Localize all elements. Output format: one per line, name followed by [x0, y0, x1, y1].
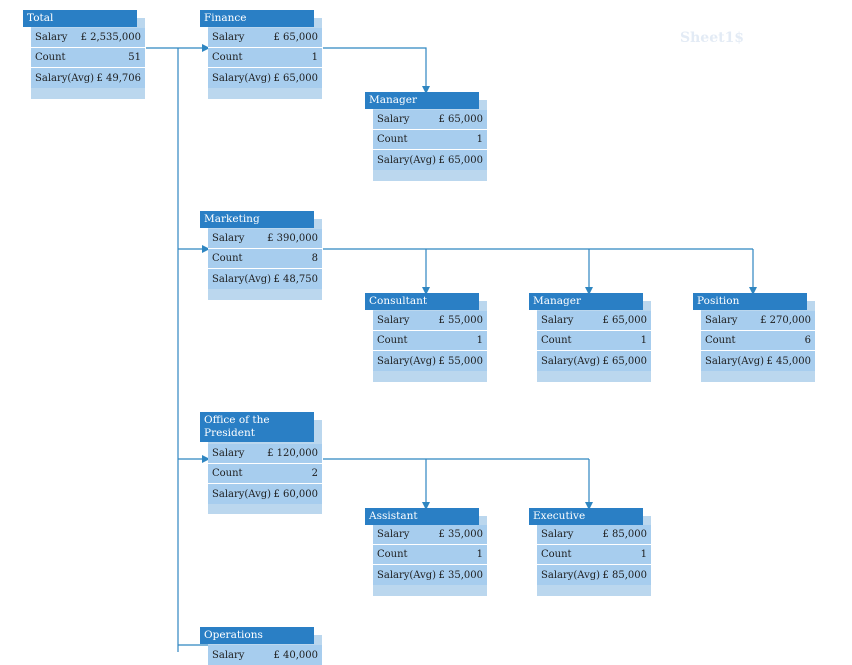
- avg-row: Salary(Avg)£ 45,000: [705, 355, 811, 367]
- avg-row: Salary(Avg)£ 65,000: [212, 72, 318, 84]
- node-title: Total: [23, 10, 137, 27]
- node-title: Assistant: [365, 508, 479, 525]
- salary-row: Salary£ 55,000: [373, 311, 487, 331]
- connector-finance-manager: [323, 47, 430, 94]
- salary-row: Salary£ 270,000: [701, 311, 815, 331]
- node-title: Executive: [529, 508, 643, 525]
- salary-row: Salary£ 85,000: [537, 525, 651, 545]
- avg-row: Salary(Avg)£ 35,000: [377, 569, 483, 581]
- node-title: Consultant: [365, 293, 479, 310]
- node-title: Office of the President: [200, 412, 314, 442]
- salary-row: Salary£ 120,000: [208, 444, 322, 464]
- node-title: Finance: [200, 10, 314, 27]
- sheet-watermark: Sheet1$: [680, 30, 745, 46]
- avg-row: Salary(Avg)£ 65,000: [377, 154, 483, 166]
- node-title: Marketing: [200, 211, 314, 228]
- salary-row: Salary£ 40,000: [212, 649, 318, 661]
- salary-row: Salary£ 390,000: [208, 229, 322, 249]
- node-title: Manager: [529, 293, 643, 310]
- avg-row: Salary(Avg)£ 55,000: [377, 355, 483, 367]
- salary-row: Salary£ 65,000: [373, 110, 487, 130]
- salary-row: Salary£ 2,535,000: [31, 28, 145, 48]
- avg-row: Salary(Avg)£ 60,000: [212, 488, 318, 500]
- node-title: Manager: [365, 92, 479, 109]
- node-title: Operations: [200, 627, 314, 644]
- avg-row: Salary(Avg)£ 49,706: [35, 72, 141, 84]
- avg-row: Salary(Avg)£ 65,000: [541, 355, 647, 367]
- node-title: Position: [693, 293, 807, 310]
- avg-row: Salary(Avg)£ 48,750: [212, 273, 318, 285]
- salary-row: Salary£ 65,000: [537, 311, 651, 331]
- avg-row: Salary(Avg)£ 85,000: [541, 569, 647, 581]
- salary-row: Salary£ 35,000: [373, 525, 487, 545]
- salary-row: Salary£ 65,000: [208, 28, 322, 48]
